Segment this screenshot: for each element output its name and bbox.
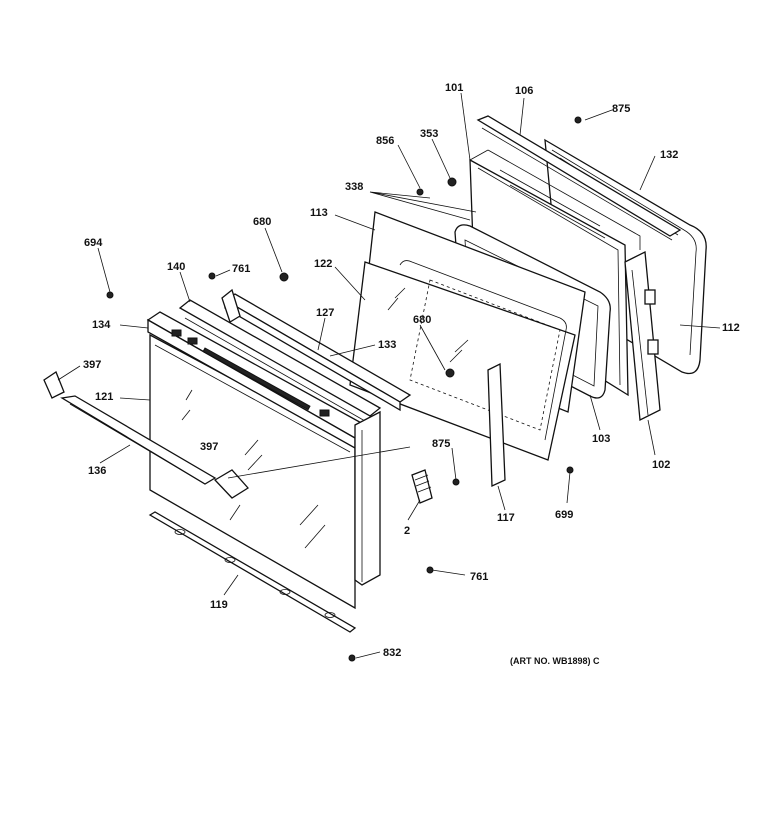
label-353: 353 (420, 128, 438, 140)
handle-end-cap-right (213, 469, 249, 499)
label-133: 133 (378, 339, 396, 351)
label-121: 121 (95, 391, 113, 403)
label-397-left: 397 (83, 359, 101, 371)
label-832: 832 (383, 647, 401, 659)
label-875-mid: 875 (432, 438, 450, 450)
latch (411, 469, 433, 504)
label-102: 102 (652, 459, 670, 471)
screws (106, 116, 582, 662)
label-127: 127 (316, 307, 334, 319)
door-side-column (354, 410, 381, 586)
label-106: 106 (515, 85, 533, 97)
control-panel-strip (146, 311, 366, 450)
label-694: 694 (84, 237, 103, 249)
vent-trim (178, 299, 382, 426)
art-number: (ART NO. WB1898) C (510, 656, 600, 666)
bottom-trim (148, 511, 357, 633)
door-handle (60, 395, 217, 485)
label-134: 134 (92, 319, 111, 331)
vertical-bracket (487, 362, 506, 488)
leader-lines (57, 92, 721, 659)
label-112: 112 (722, 322, 740, 334)
label-2: 2 (404, 525, 410, 537)
top-trim-strip (476, 115, 682, 241)
label-338: 338 (345, 181, 363, 193)
label-397-mid: 397 (200, 441, 218, 453)
label-140: 140 (167, 261, 185, 273)
label-856: 856 (376, 135, 394, 147)
label-117: 117 (497, 512, 515, 524)
handle-end-cap-left (43, 371, 65, 399)
mounting-bracket (221, 288, 241, 323)
label-680-top: 680 (253, 216, 271, 228)
callout-labels: 101 106 875 856 353 132 338 680 113 694 … (83, 82, 740, 659)
label-119: 119 (210, 599, 228, 611)
label-699: 699 (555, 509, 573, 521)
glass-panel-front (349, 260, 576, 461)
label-875-top: 875 (612, 103, 630, 115)
label-761-top: 761 (232, 263, 250, 275)
label-761-bottom: 761 (470, 571, 488, 583)
label-103: 103 (592, 433, 610, 445)
side-hinge-strip (624, 250, 661, 422)
label-101: 101 (445, 82, 463, 94)
label-136: 136 (88, 465, 106, 477)
label-113: 113 (310, 207, 328, 219)
label-122: 122 (314, 258, 332, 270)
label-680-mid: 680 (413, 314, 431, 326)
label-132: 132 (660, 149, 678, 161)
